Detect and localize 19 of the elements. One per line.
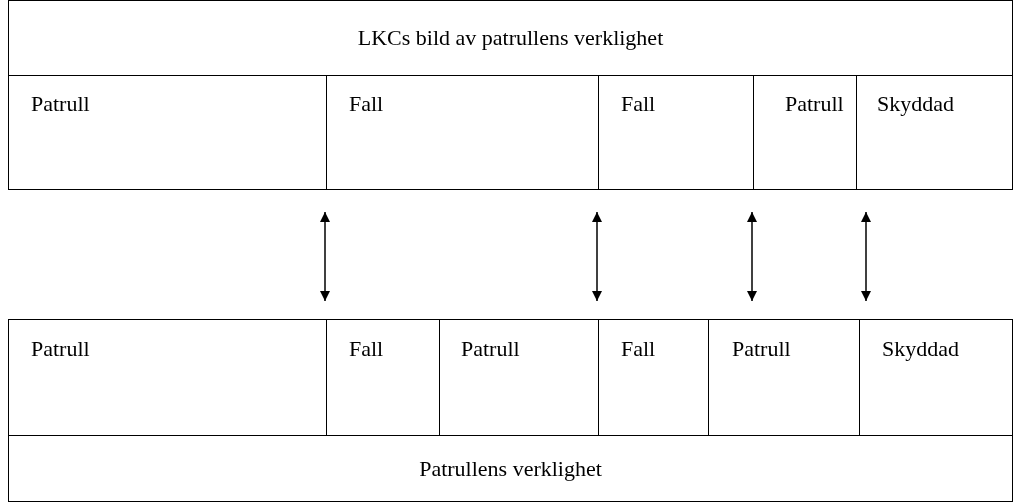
double-arrow (320, 211, 330, 302)
table-cell: Fall (326, 75, 598, 190)
table-title: Patrullens verklighet (419, 456, 602, 482)
double-arrow (592, 211, 602, 302)
double-arrow (747, 211, 757, 302)
table-cell: Patrull (708, 320, 859, 435)
table-cell: Skyddad (859, 320, 1013, 435)
table-cell: Patrull (753, 75, 856, 190)
table-cell: Patrull (439, 320, 598, 435)
table-cell: Fall (598, 320, 708, 435)
table-cell: Patrull (9, 75, 326, 190)
table-box (8, 319, 1013, 502)
table-cell: Fall (326, 320, 439, 435)
double-arrow (861, 211, 871, 302)
table-title: LKCs bild av patrullens verklighet (357, 25, 664, 51)
table-cell: Patrull (9, 320, 326, 435)
table-cell: Skyddad (856, 75, 1013, 190)
table-box (8, 0, 1013, 190)
table-cell: Fall (598, 75, 753, 190)
